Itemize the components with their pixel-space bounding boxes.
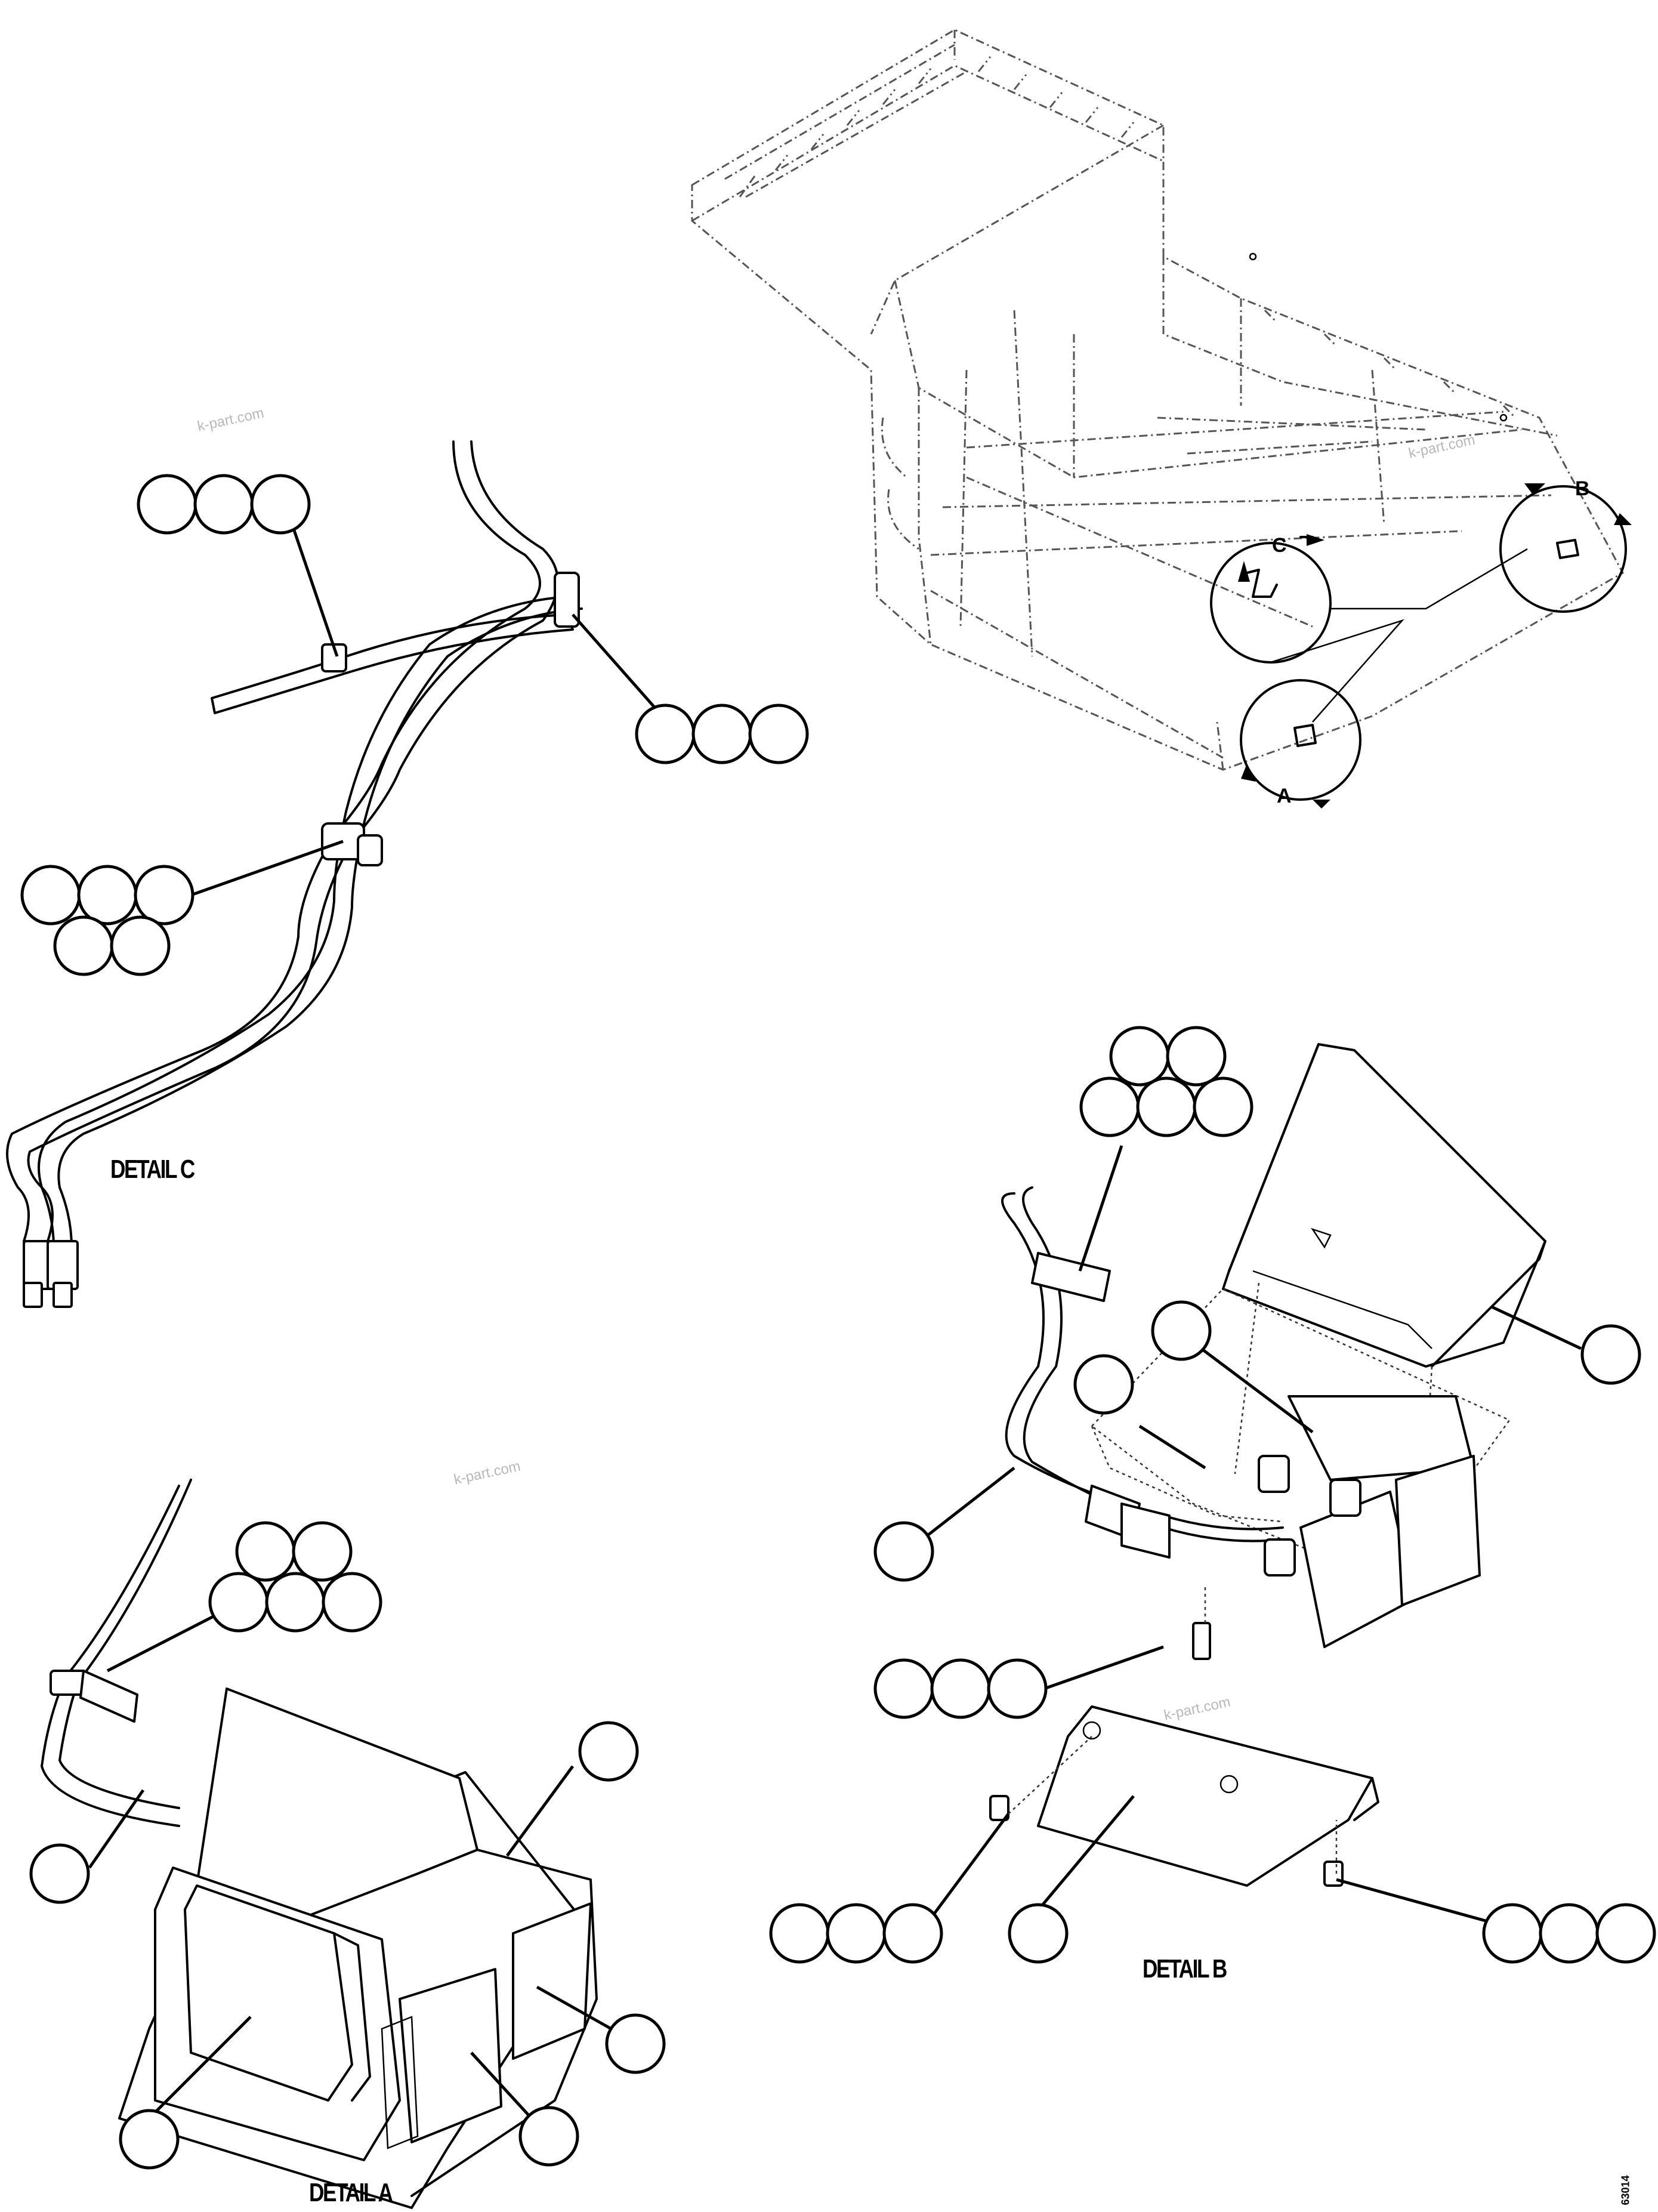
balloon-group-b9 xyxy=(1482,1903,1656,1964)
balloon-group-c1 xyxy=(137,474,311,535)
figure-number: 63014 xyxy=(1619,2175,1632,2205)
balloon-a4 xyxy=(605,2013,666,2074)
balloon-a2 xyxy=(29,1843,90,1904)
balloon-b3 xyxy=(1151,1300,1212,1361)
callout-label-c: C xyxy=(1272,534,1287,557)
balloon-b5 xyxy=(873,1521,934,1582)
callout-circle-c xyxy=(1210,534,1332,664)
detail-b-light-assembly xyxy=(989,1043,1546,1887)
machine-frame xyxy=(691,29,1625,771)
leader-b7 xyxy=(929,1813,1010,1920)
leader-a1 xyxy=(88,1789,145,1869)
leader-a6 xyxy=(470,2051,538,2125)
leader-b1 xyxy=(1078,1145,1123,1272)
leader-c1 xyxy=(291,525,339,657)
leader-b6 xyxy=(1043,1645,1164,1690)
balloon-group-b7 xyxy=(769,1903,943,1964)
callout-circle-b xyxy=(1499,483,1632,613)
balloon-group-a1 xyxy=(208,1521,382,1633)
leader-b9 xyxy=(1336,1878,1510,1929)
balloon-group-b6 xyxy=(873,1658,1048,1719)
balloon-b8 xyxy=(1008,1903,1069,1964)
leader-b4 xyxy=(1138,1424,1206,1470)
balloon-b2 xyxy=(1580,1324,1641,1385)
balloon-group-b1 xyxy=(1079,1026,1253,1137)
callout-label-b: B xyxy=(1575,477,1590,500)
callout-leader-b xyxy=(1330,548,1528,610)
leader-b8 xyxy=(1025,1795,1135,1926)
callout-label-a: A xyxy=(1277,785,1292,807)
leader-a5 xyxy=(154,2016,252,2114)
balloon-a6 xyxy=(518,2106,579,2167)
balloon-group-c3 xyxy=(20,865,194,976)
detail-c-title: DETAIL C xyxy=(110,1155,195,1184)
leader-c2 xyxy=(572,613,663,717)
detail-c-harness xyxy=(6,440,583,1308)
balloon-a5 xyxy=(119,2109,180,2170)
balloon-group-c2 xyxy=(635,704,809,764)
detail-a-title: DETAIL A xyxy=(309,2178,393,2207)
balloon-b4 xyxy=(1073,1354,1134,1415)
balloon-a3 xyxy=(578,1721,639,1782)
detail-a-light-assembly xyxy=(41,1479,598,2209)
leader-b3 xyxy=(1192,1341,1314,1433)
callout-leader-a xyxy=(1270,619,1404,723)
leader-a2 xyxy=(106,1609,225,1673)
leader-a3 xyxy=(505,1765,575,1857)
detail-b-title: DETAIL B xyxy=(1143,1954,1227,1983)
callout-circle-a xyxy=(1240,679,1361,809)
leader-c3 xyxy=(190,840,344,897)
leader-b2 xyxy=(1490,1305,1582,1350)
